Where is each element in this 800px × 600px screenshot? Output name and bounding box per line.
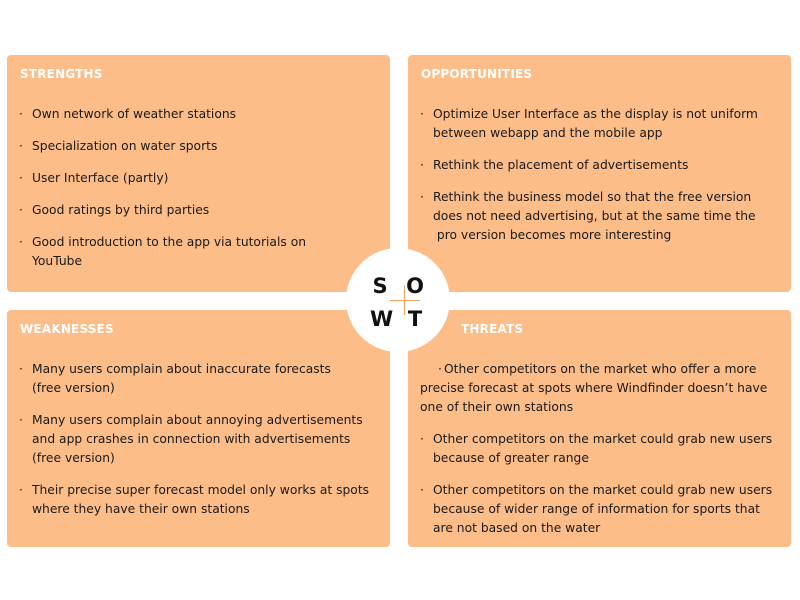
bullet-icon: · — [420, 432, 424, 446]
threats-item-line: are not based on the water — [433, 521, 601, 535]
weaknesses-item-line: Many users complain about annoying adver… — [32, 413, 363, 427]
strengths-title: STRENGTHS — [20, 67, 103, 81]
bullet-icon: · — [420, 107, 424, 121]
strengths-list: · Own network of weather stations · Special… — [19, 105, 382, 284]
bullet-icon: · — [19, 171, 23, 185]
strengths-item-line: YouTube — [32, 254, 83, 268]
weaknesses-item-line: (free version) — [32, 381, 115, 395]
weaknesses-list: · Many users complain about inaccurate fo… — [19, 360, 382, 532]
threats-list: ·Other competitors on the market who off… — [420, 360, 783, 551]
strengths-item: · Good ratings by third parties — [19, 201, 382, 220]
opportunities-item-line: between webapp and the mobile app — [433, 126, 663, 140]
strengths-item: · Good introduction to the app via tutori… — [19, 233, 382, 271]
threats-item: · Other competitors on the market could g… — [420, 481, 783, 538]
threats-item: · Other competitors on the market could g… — [420, 430, 783, 468]
strengths-item-line: User Interface (partly) — [32, 171, 169, 185]
strengths-item: · Specialization on water sports — [19, 137, 382, 156]
opportunities-list: · Optimize User Interface as the display … — [420, 105, 783, 258]
weaknesses-item: · Their precise super forecast model only… — [19, 481, 382, 519]
strengths-item: · User Interface (partly) — [19, 169, 382, 188]
bullet-icon: · — [19, 483, 23, 497]
strengths-box: STRENGTHS · Own network of weather statio… — [7, 55, 390, 292]
bullet-icon: · — [19, 413, 23, 427]
weaknesses-item-line: Their precise super forecast model only … — [32, 483, 370, 497]
bullet-icon: · — [19, 203, 23, 217]
swot-center-badge: S O W T — [346, 248, 450, 352]
cross-horizontal-line — [390, 300, 420, 301]
letter-t: T — [407, 307, 423, 331]
cross-vertical-line — [404, 285, 405, 315]
letter-s: S — [372, 274, 388, 298]
threats-item-line: because of greater range — [433, 451, 589, 465]
threats-item: ·Other competitors on the market who off… — [420, 360, 783, 417]
strengths-item: · Own network of weather stations — [19, 105, 382, 124]
weaknesses-item: · Many users complain about inaccurate fo… — [19, 360, 382, 398]
threats-title: THREATS — [461, 322, 524, 336]
opportunities-item: · Rethink the placement of advertisements — [420, 156, 783, 175]
weaknesses-item-line: and app crashes in connection with adver… — [32, 432, 351, 446]
letter-w: W — [370, 307, 394, 331]
opportunities-item: · Rethink the business model so that the … — [420, 188, 783, 245]
opportunities-box: OPPORTUNITIES · Optimize User Interface a… — [408, 55, 791, 292]
threats-item-line: one of their own stations — [420, 400, 574, 414]
opportunities-item: · Optimize User Interface as the display … — [420, 105, 783, 143]
bullet-icon: · — [19, 139, 23, 153]
threats-item-line: Other competitors on the market could gr… — [433, 432, 773, 446]
bullet-icon: · — [420, 190, 424, 204]
strengths-item-line: Specialization on water sports — [32, 139, 218, 153]
weaknesses-title: WEAKNESSES — [20, 322, 114, 336]
opportunities-item-line: Rethink the business model so that the f… — [433, 190, 752, 204]
bullet-icon: · — [420, 483, 424, 497]
bullet-icon: · — [438, 362, 442, 376]
opportunities-item-line: pro version becomes more interesting — [433, 228, 672, 242]
opportunities-item-line: Rethink the placement of advertisements — [433, 158, 689, 172]
bullet-icon: · — [19, 107, 23, 121]
threats-box: THREATS ·Other competitors on the market… — [408, 310, 791, 547]
strengths-item-line: Own network of weather stations — [32, 107, 237, 121]
weaknesses-item-line: Many users complain about inaccurate for… — [32, 362, 331, 376]
threats-item-line: because of wider range of information fo… — [433, 502, 760, 516]
threats-item-line: Other competitors on the market who offe… — [444, 362, 757, 376]
letter-o: O — [406, 274, 424, 298]
strengths-item-line: Good introduction to the app via tutoria… — [32, 235, 307, 249]
threats-item-line: precise forecast at spots where Windfind… — [420, 381, 768, 395]
bullet-icon: · — [19, 362, 23, 376]
strengths-item-line: Good ratings by third parties — [32, 203, 210, 217]
bullet-icon: · — [19, 235, 23, 249]
weaknesses-item-line: where they have their own stations — [32, 502, 250, 516]
weaknesses-box: WEAKNESSES · Many users complain about in… — [7, 310, 390, 547]
bullet-icon: · — [420, 158, 424, 172]
weaknesses-item: · Many users complain about annoying adve… — [19, 411, 382, 468]
weaknesses-item-line: (free version) — [32, 451, 115, 465]
threats-item-line: Other competitors on the market could gr… — [433, 483, 773, 497]
opportunities-item-line: does not need advertising, but at the sa… — [433, 209, 756, 223]
opportunities-title: OPPORTUNITIES — [421, 67, 533, 81]
opportunities-item-line: Optimize User Interface as the display i… — [433, 107, 758, 121]
